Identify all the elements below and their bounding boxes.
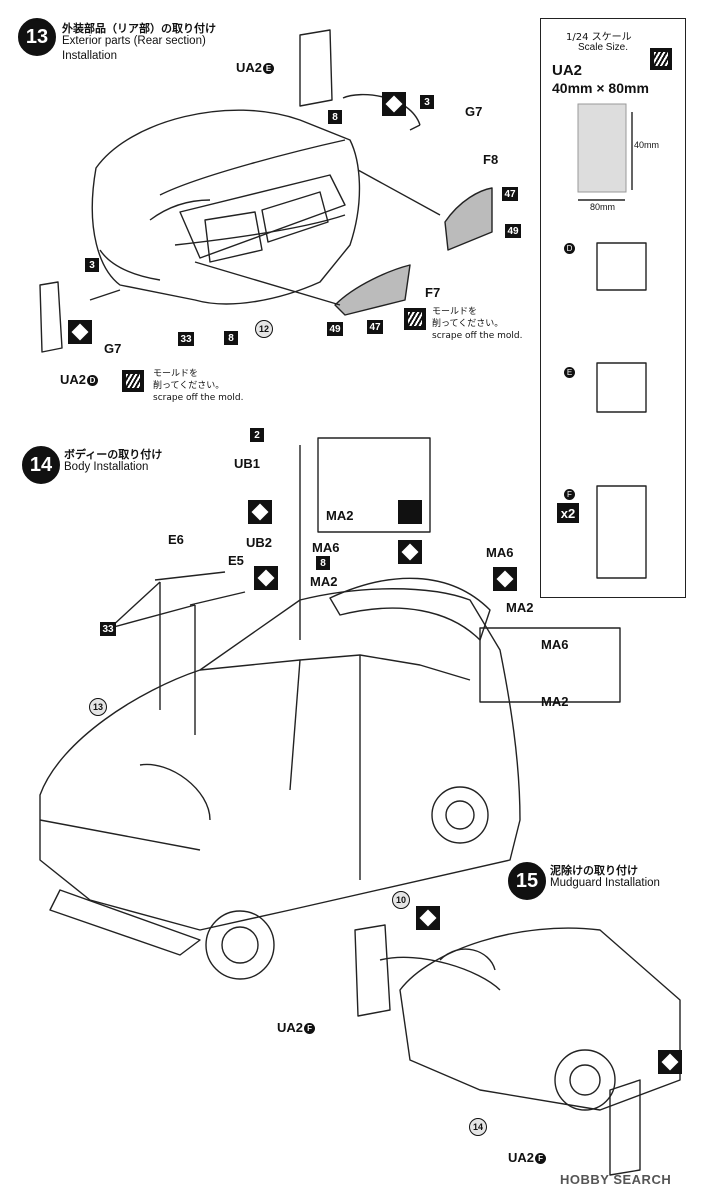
part-number: 8 — [316, 556, 330, 570]
hasegawa-logo-icon — [650, 48, 672, 70]
step-14-title-en: Body Installation — [64, 461, 149, 473]
step-15-title-jp: 泥除けの取り付け — [550, 864, 638, 877]
watermark: HOBBY SEARCH — [560, 1172, 672, 1187]
decal-diamond-icon — [493, 567, 517, 591]
label-ma2: MA2 — [506, 600, 534, 615]
step-14-number: 14 — [22, 446, 60, 484]
part-number: 8 — [328, 110, 342, 124]
label-ma6: MA6 — [486, 545, 514, 560]
label-e5: E5 — [228, 553, 244, 568]
step-15-title-en: Mudguard Installation — [550, 877, 660, 889]
label-ma6: MA6 — [312, 540, 340, 555]
step-13-title-en: Exterior parts (Rear section) — [62, 35, 206, 47]
decal-diamond-icon — [382, 92, 406, 116]
label-ub1: UB1 — [234, 456, 261, 471]
part-number: 3 — [420, 95, 434, 109]
part-number: 2 — [250, 428, 264, 442]
label-f8: F8 — [483, 152, 499, 167]
label-ma6: MA6 — [541, 637, 569, 652]
decal-diamond-icon — [658, 1050, 682, 1074]
scale-dim-width: 80mm — [590, 202, 616, 212]
mudguard-car-outline — [399, 927, 681, 1111]
decal-diamond-icon — [398, 540, 422, 564]
triangle-icon — [398, 500, 422, 524]
scale-part-f: F — [563, 486, 575, 504]
part-number: 8 — [224, 331, 238, 345]
scale-part-d: D — [563, 240, 575, 258]
circled-step-13: 13 — [89, 698, 107, 716]
circled-step-12: 12 — [255, 320, 273, 338]
circled-step-10: 10 — [392, 891, 410, 909]
note-mold-scrape: モールドを 削ってください。scrape off the mold. — [153, 369, 244, 403]
step-13-number: 13 — [18, 18, 56, 56]
part-number: 3 — [85, 258, 99, 272]
label-g7: G7 — [104, 341, 122, 356]
label-ub2: UB2 — [246, 535, 273, 550]
scale-dim-height: 40mm — [634, 140, 660, 150]
part-number: 47 — [502, 187, 518, 201]
label-ma2-top: MA2 — [326, 508, 354, 523]
part-number: 33 — [178, 332, 194, 346]
circled-step-14: 14 — [469, 1118, 487, 1136]
label-e6: E6 — [168, 532, 184, 547]
part-number: 47 — [367, 320, 383, 334]
note-mold-scrape: モールドを 削ってください。scrape off the mold. — [432, 307, 523, 341]
label-f7: F7 — [425, 285, 441, 300]
step-15-number: 15 — [508, 862, 546, 900]
hasegawa-logo-icon — [404, 308, 426, 330]
scale-panel — [540, 18, 686, 598]
scale-multiplier: x2 — [557, 503, 579, 523]
step-13-subtitle-en: Installation — [62, 50, 117, 62]
label-g7: G7 — [465, 104, 483, 119]
part-number: 33 — [100, 622, 116, 636]
scale-part-e: E — [563, 364, 575, 382]
label-ma2: MA2 — [541, 694, 569, 709]
main-car-outline — [39, 588, 521, 931]
scale-decal-name: UA2 — [552, 62, 583, 79]
part-number: 49 — [505, 224, 521, 238]
decal-diamond-icon — [68, 320, 92, 344]
decal-diamond-icon — [254, 566, 278, 590]
scale-label-en: Scale Size. — [578, 42, 629, 53]
scale-label-jp: 1/24 スケール — [566, 32, 632, 43]
step-13-title-jp: 外装部品（リア部）の取り付け — [62, 22, 216, 35]
rear-car-outline — [91, 109, 361, 305]
scale-decal-size: 40mm × 80mm — [552, 80, 649, 96]
part-number: 49 — [327, 322, 343, 336]
step-14-title-jp: ボディーの取り付け — [64, 448, 163, 461]
decal-diamond-icon — [248, 500, 272, 524]
label-ma2: MA2 — [310, 574, 338, 589]
decal-diamond-icon — [416, 906, 440, 930]
hasegawa-logo-icon — [122, 370, 144, 392]
